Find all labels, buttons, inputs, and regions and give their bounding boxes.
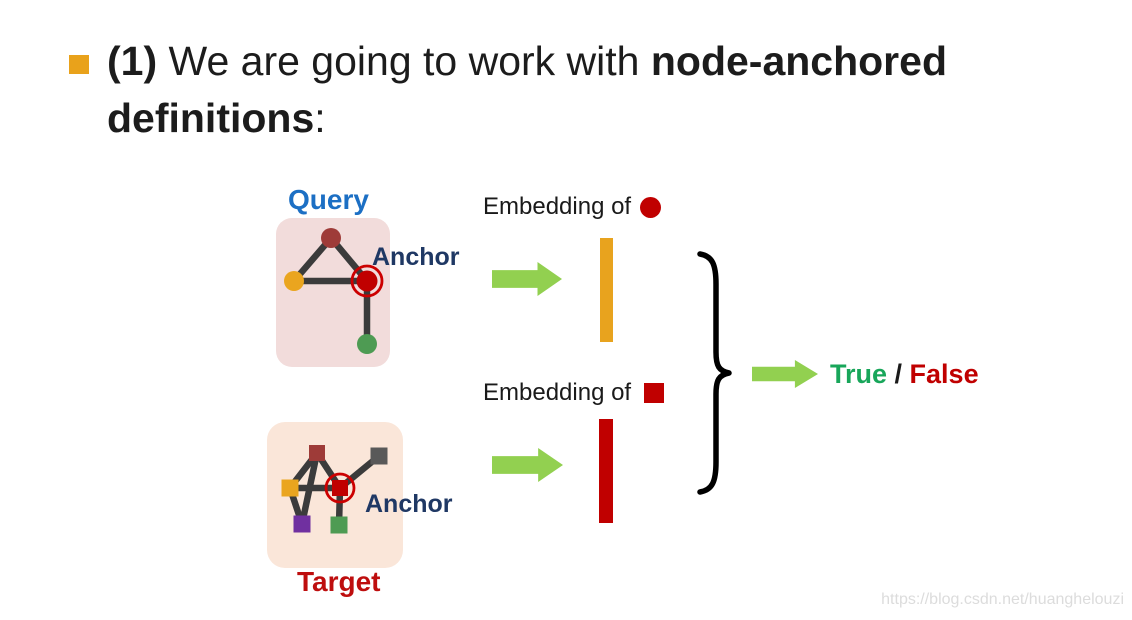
target-node-anchor	[332, 480, 348, 496]
title-line-1: (1) We are going to work with node-ancho…	[107, 33, 947, 90]
query-node-dark-red	[321, 228, 341, 248]
title-bold-term: node-anchored	[650, 38, 947, 84]
title-line-2: definitions:	[107, 90, 947, 147]
target-node-gray	[370, 447, 388, 465]
title-colon: :	[314, 95, 326, 141]
embedding-target-row: Embedding of	[483, 379, 665, 407]
target-node-green	[330, 516, 348, 534]
result-true-label: True	[830, 359, 888, 389]
title-regular: We are going to work with	[157, 38, 651, 84]
query-node-green	[357, 334, 377, 354]
watermark-url: https://blog.csdn.net/huanghelouzi	[881, 591, 1124, 608]
embedding-target-label: Embedding of	[483, 379, 632, 406]
result-separator: /	[887, 359, 910, 389]
target-anchor-ring-icon	[324, 472, 356, 504]
query-anchor-ring-icon	[350, 264, 384, 298]
title-bold-term-2: definitions	[107, 95, 315, 141]
target-graph-label: Target	[297, 566, 381, 597]
query-node-yellow	[284, 271, 304, 291]
query-node-anchor	[356, 270, 378, 292]
target-anchor-label: Anchor	[365, 490, 453, 518]
query-embedding-bar	[600, 238, 613, 342]
target-embedding-bar	[599, 419, 613, 523]
target-node-purple	[293, 515, 311, 533]
bullet-icon	[69, 55, 89, 74]
query-anchor-label: Anchor	[372, 243, 460, 271]
red-circle-icon	[640, 196, 662, 218]
result-label: True / False	[830, 359, 979, 390]
red-square-icon	[644, 383, 665, 403]
embedding-query-label: Embedding of	[483, 193, 632, 220]
query-graph-label: Query	[288, 184, 369, 215]
slide-title: (1) We are going to work with node-ancho…	[107, 33, 947, 147]
title-number: (1)	[107, 38, 158, 84]
curly-brace	[697, 251, 732, 495]
result-false-label: False	[909, 359, 979, 389]
target-node-dark-red	[309, 445, 325, 461]
target-node-yellow	[281, 479, 299, 497]
embedding-query-row: Embedding of	[483, 193, 662, 221]
